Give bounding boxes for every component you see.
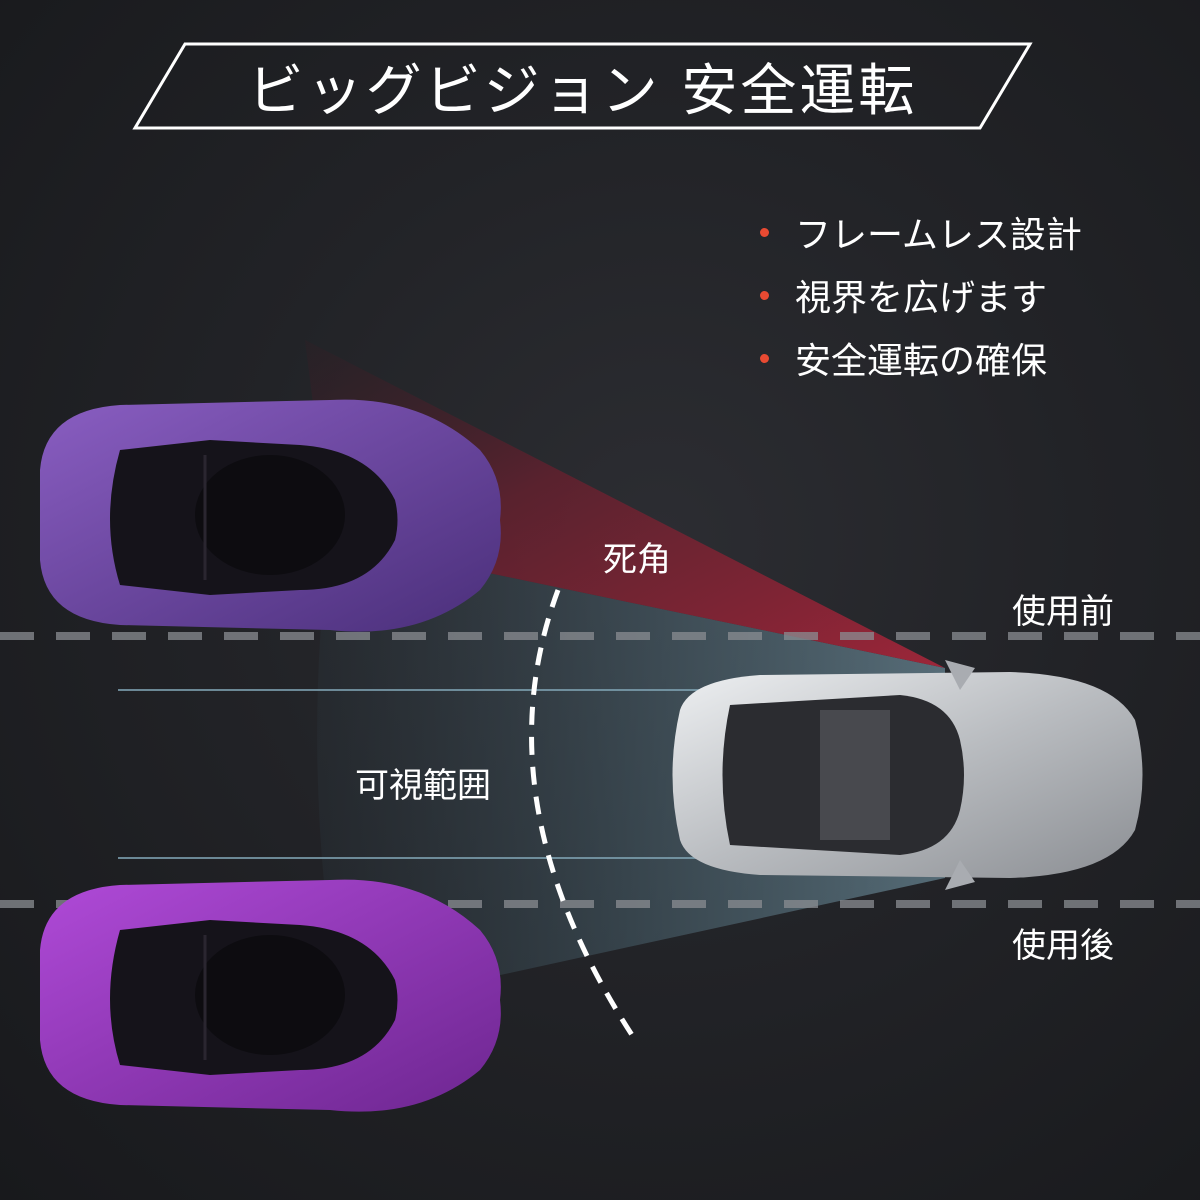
- visible-range-zone: [317, 540, 946, 1010]
- after-label: 使用後: [1012, 926, 1114, 966]
- visible-range-label: 可視範囲: [355, 766, 491, 806]
- feature-label: フレームレス設計: [795, 215, 1082, 256]
- purple-car-icon: [40, 399, 501, 632]
- banner-frame: [132, 42, 1033, 130]
- feature-label: 安全運転の確保: [795, 341, 1048, 382]
- bullet-icon: [760, 227, 769, 237]
- bullet-icon: [760, 290, 769, 300]
- view-arc: [529, 589, 635, 1037]
- purple-car-icon: [40, 879, 501, 1112]
- feature-item: 安全運転の確保: [760, 333, 1047, 383]
- feature-item: フレームレス設計: [760, 207, 1082, 257]
- feature-label: 視界を広げます: [795, 278, 1048, 319]
- silver-car-icon: [672, 660, 1143, 890]
- before-label: 使用前: [1012, 592, 1114, 632]
- blind-spot-label: 死角: [603, 540, 671, 580]
- page-title: ビッグビジョン 安全運転: [247, 58, 918, 124]
- feature-item: 視界を広げます: [760, 270, 1047, 320]
- title-banner: ビッグビジョン 安全運転: [130, 40, 1035, 132]
- bullet-icon: [760, 353, 769, 363]
- blind-spot-zone: [305, 340, 945, 668]
